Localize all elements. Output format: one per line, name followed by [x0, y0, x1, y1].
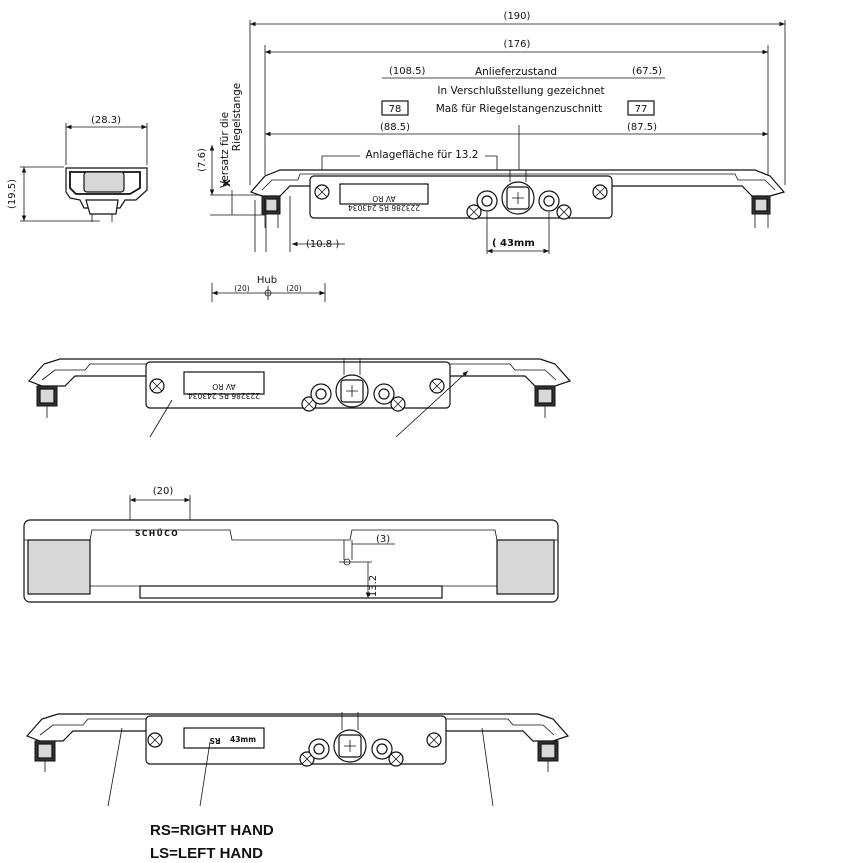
dim-10-8: (10.8 ) — [306, 239, 339, 250]
side-view-2: AV RO 223286 RS 243034 — [27, 358, 572, 438]
svg-text:(: ( — [492, 238, 497, 249]
versatz-annotation: Versatz für die Riegelstange X (7.6) — [197, 83, 265, 216]
dim-87-5: (87.5) — [627, 122, 657, 133]
screw-icon — [147, 732, 163, 748]
hand-legend: RS=RIGHT HAND LS=LEFT HAND — [150, 822, 274, 862]
bottom-view: (20) SCHÜCO (3) 13.2 — [23, 486, 559, 603]
brand-schueco: SCHÜCO — [135, 529, 179, 538]
screw-icon — [299, 751, 315, 767]
screw-icon — [301, 396, 317, 412]
plate-1-bottom: 223286 RS 243034 — [348, 203, 420, 212]
hub-right: (20) — [286, 284, 301, 293]
dim-13-2-view3: 13.2 — [368, 575, 379, 597]
screw-icon — [426, 732, 442, 748]
plate-2-bottom: 223286 RS 243034 — [188, 391, 260, 400]
dim-box-77: 77 — [635, 104, 648, 115]
dim-67-5: (67.5) — [632, 66, 662, 77]
hub-left: (20) — [234, 284, 249, 293]
screw-icon — [314, 184, 330, 200]
dim-3-view3: (3) — [376, 534, 390, 545]
dim-box-78: 78 — [389, 104, 402, 115]
label-versatz-line2: Riegelstange — [231, 83, 243, 152]
plate-rs-text: RS — [209, 736, 220, 745]
screw-icon — [429, 378, 445, 394]
label-riegelstangenzuschnitt: Maß für Riegelstangenzuschnitt — [436, 103, 603, 115]
label-verschlussstellung: In Verschlußstellung gezeichnet — [437, 85, 604, 97]
screw-icon — [556, 204, 572, 220]
dim-19-5: (19.5) — [7, 179, 18, 209]
dim-7-6: (7.6) — [197, 148, 208, 172]
dimension-block: (190) (176) (108.5) Anlieferzustand (67.… — [249, 11, 786, 185]
dim-176: (176) — [504, 39, 531, 50]
legend-right-hand: RS=RIGHT HAND — [150, 822, 274, 839]
label-anlageflaeche: Anlagefläche für 13.2 — [366, 149, 479, 161]
dim-28-3: (28.3) — [91, 115, 121, 126]
label-anlieferzustand: Anlieferzustand — [475, 66, 557, 78]
end-profile-view: (28.3) (19.5) — [7, 115, 148, 222]
plate-2-top: AV RO — [212, 382, 235, 391]
side-view-1: AV RO 223286 RS 243034 (10.8 ) ( 43mm — [249, 169, 786, 254]
hub-dimension: Hub (20) (20) — [211, 275, 326, 302]
dim-20-view3: (20) — [153, 486, 174, 497]
side-view-4: RS 43mm — [25, 712, 570, 807]
screw-icon — [466, 204, 482, 220]
label-versatz-line1: Versatz für die — [219, 112, 231, 188]
label-hub: Hub — [257, 275, 277, 286]
screw-icon — [592, 184, 608, 200]
dim-190: (190) — [504, 11, 531, 22]
label-x: X — [222, 179, 233, 187]
screw-icon — [390, 396, 406, 412]
plate-1-top: AV RO — [372, 194, 395, 203]
dim-88-5: (88.5) — [380, 122, 410, 133]
dim-108-5: (108.5) — [389, 66, 426, 77]
dim-43mm-top: 43mm — [500, 238, 535, 249]
plate-rs-dim: 43mm — [230, 735, 256, 744]
screw-icon — [388, 751, 404, 767]
screw-icon — [149, 378, 165, 394]
legend-left-hand: LS=LEFT HAND — [150, 845, 263, 862]
